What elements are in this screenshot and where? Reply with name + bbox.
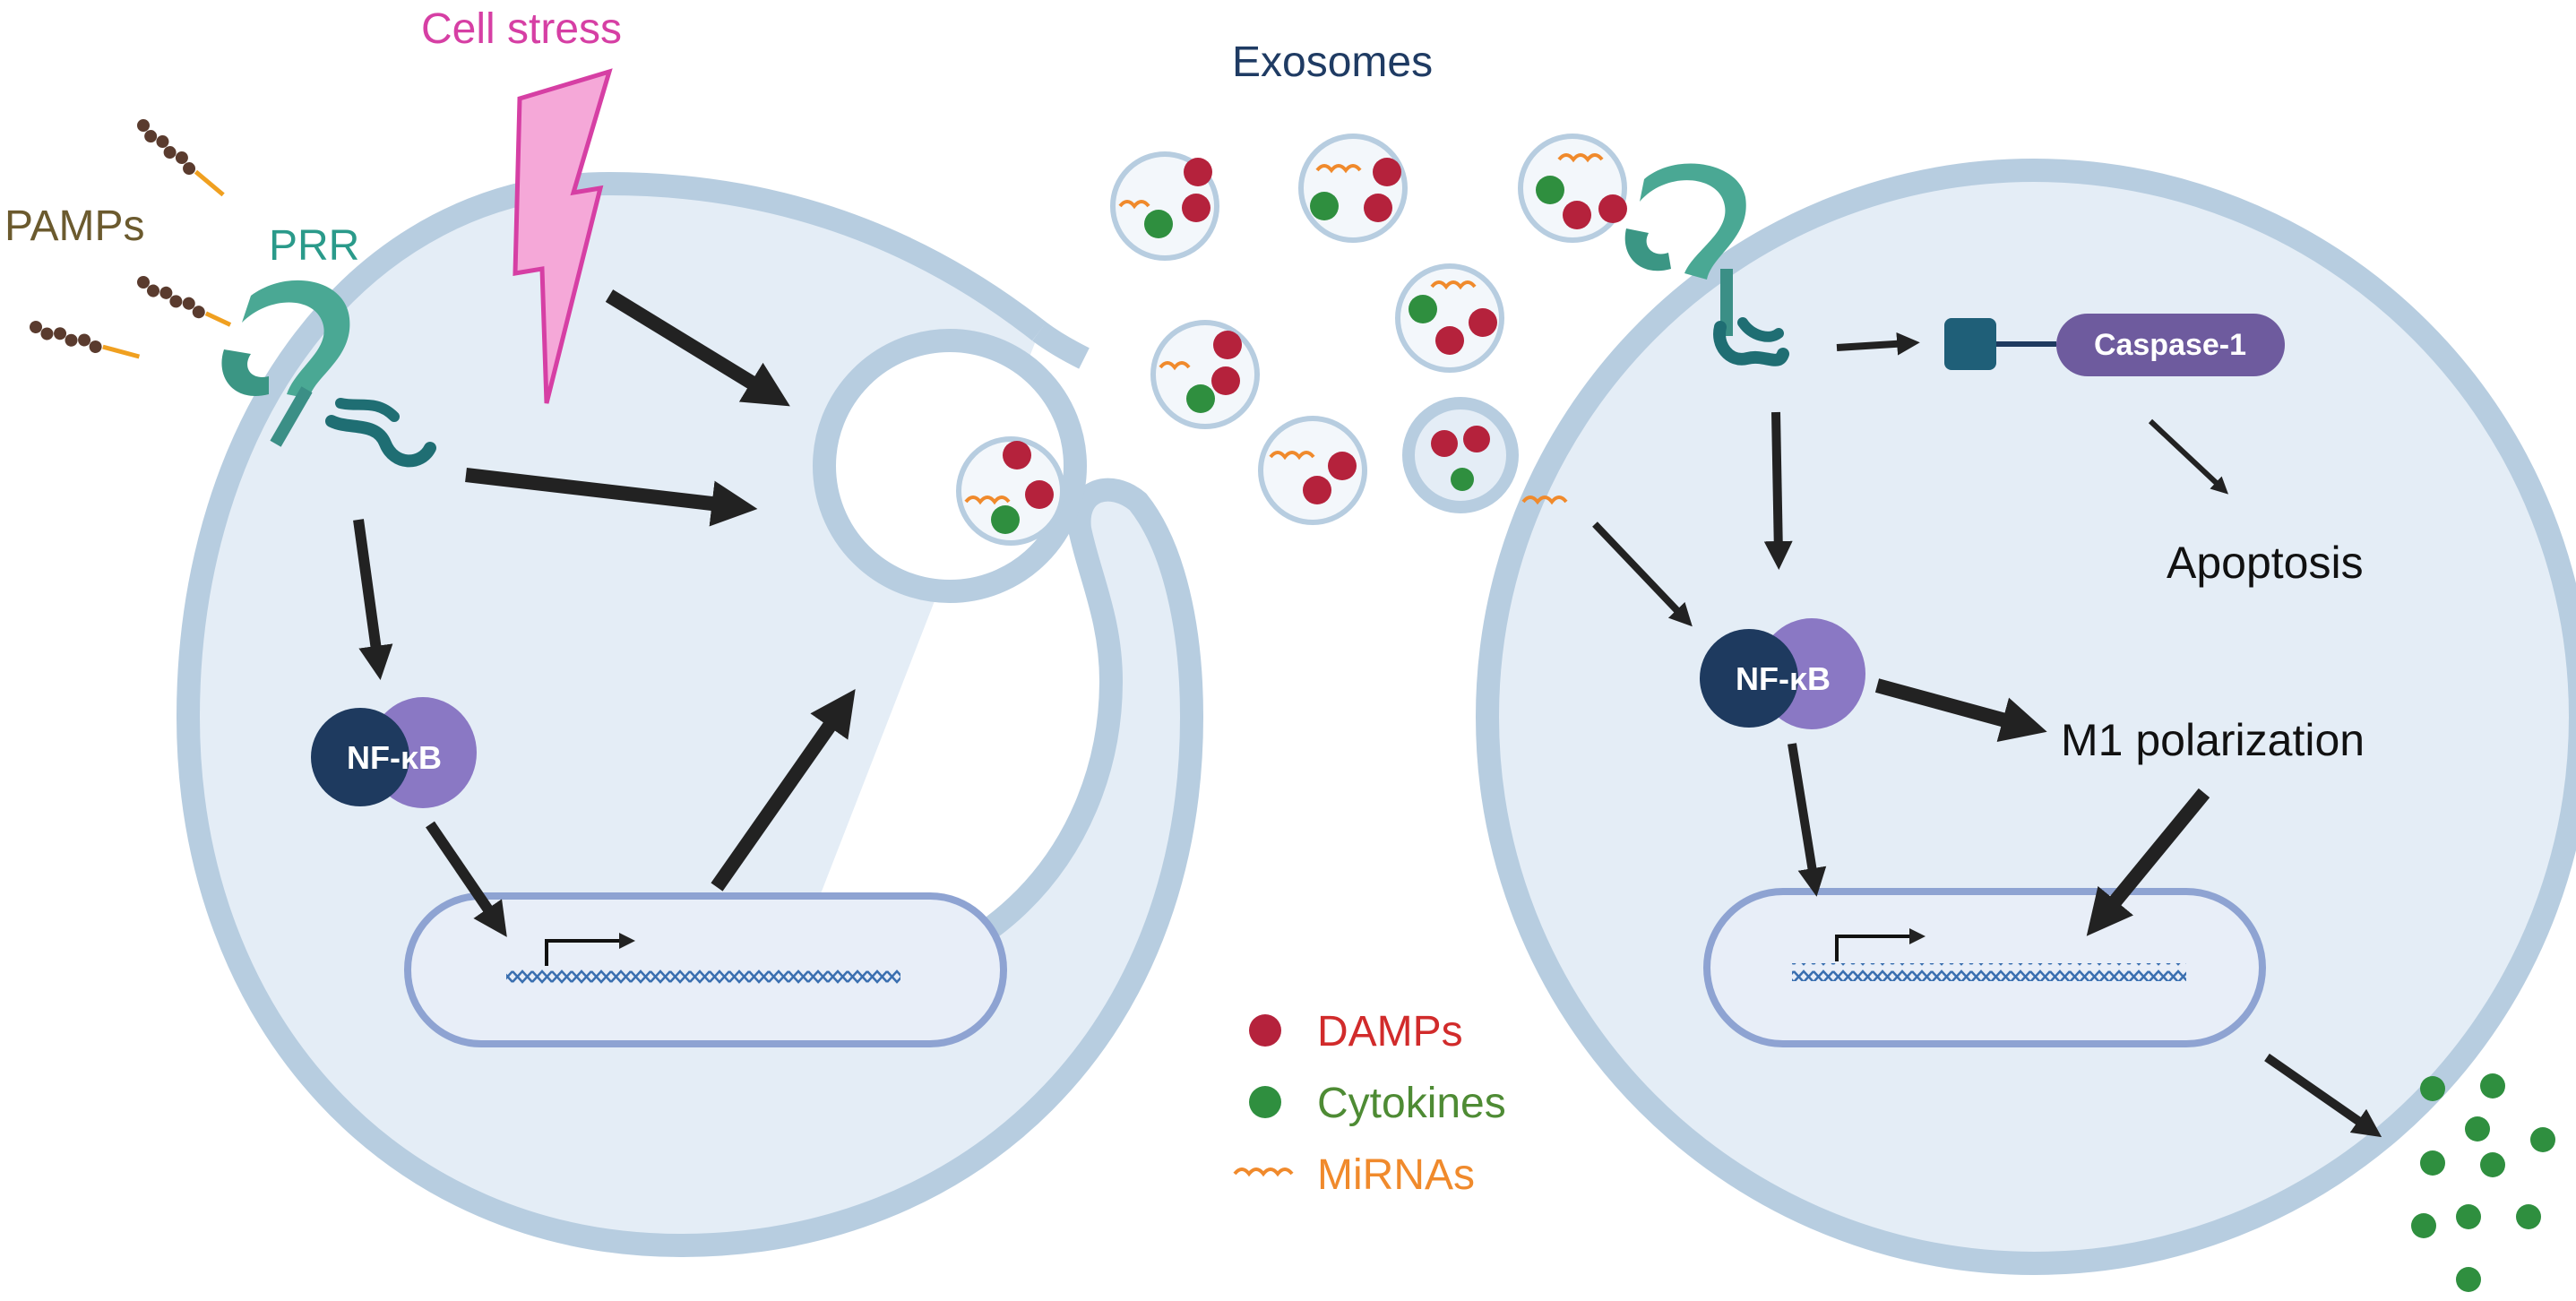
- caspase-label: Caspase-1: [2094, 328, 2246, 362]
- arrows: [353, 289, 2382, 1138]
- nfkb-left-label: NF-κB: [347, 739, 442, 776]
- arrow-prr-to-nfkb-right: [1763, 411, 1793, 570]
- arrow-vesicle-to-nfkb-right: [1592, 521, 1693, 627]
- caspase-complex: Caspase-1: [1944, 314, 2285, 376]
- exosomes-label: Exosomes: [1232, 39, 1433, 86]
- lightning-bolt-icon: [513, 68, 613, 404]
- legend-cytokines-label: Cytokines: [1317, 1080, 1506, 1127]
- left-promoter-arrow: [545, 933, 635, 966]
- arrow-nfkb-to-nucleus-right: [1788, 743, 1827, 897]
- left-dna: [506, 968, 900, 986]
- arrow-prr-to-caspase: [1836, 332, 1920, 356]
- m1-polarization-label: M1 polarization: [2061, 715, 2365, 765]
- arrow-prr-to-nfkb-left: [353, 519, 393, 681]
- arrow-caspase-to-apoptosis: [2148, 418, 2229, 495]
- caspase-pill: [2056, 314, 2285, 376]
- apoptosis-label: Apoptosis: [2167, 538, 2364, 588]
- arrow-nucleus-to-cytokines: [2264, 1053, 2382, 1138]
- arrow-stress-to-cup: [605, 289, 790, 407]
- exosome: [1298, 134, 1408, 243]
- right-promoter-arrow: [1835, 928, 1926, 961]
- prr-receptor-right: [1624, 163, 1789, 366]
- nfkb-right-label: NF-κB: [1736, 660, 1831, 697]
- right-dna: [1792, 963, 2186, 981]
- pamps-molecules: [30, 119, 232, 359]
- prr-receptor-left: [221, 280, 436, 468]
- exosome: [1518, 134, 1627, 243]
- right-cell-membrane: [1476, 159, 2576, 1275]
- arrow-nucleus-to-cup: [711, 689, 856, 892]
- arrow-nfkb-to-m1: [1874, 678, 2047, 742]
- adaptor-square: [1944, 318, 1996, 370]
- arrow-nfkb-to-nucleus-left: [426, 821, 507, 937]
- exosome: [1395, 263, 1504, 373]
- prr-label: PRR: [269, 222, 359, 270]
- legend: DAMPs Cytokines MiRNAs: [1233, 1008, 1506, 1199]
- nfkb-right: NF-κB: [1700, 618, 1865, 729]
- arrow-prr-to-cup: [465, 468, 758, 527]
- legend-mirna-swatch: [1233, 1167, 1294, 1177]
- legend-cytokines-swatch: [1249, 1086, 1281, 1118]
- exosome: [956, 436, 1065, 546]
- released-cytokines: [2411, 1073, 2555, 1292]
- exosome: [1110, 151, 1219, 261]
- legend-mirnas-label: MiRNAs: [1317, 1151, 1475, 1199]
- legend-damps-swatch: [1249, 1014, 1281, 1047]
- budding-vesicle: [1402, 397, 1519, 513]
- arrow-m1-to-nucleus: [2086, 788, 2210, 936]
- nfkb-left: NF-κB: [311, 697, 477, 808]
- exosome: [1150, 320, 1260, 429]
- legend-damps-label: DAMPs: [1317, 1008, 1463, 1055]
- cell-stress-label: Cell stress: [421, 5, 622, 53]
- exosomes: [956, 134, 1627, 546]
- pamps-label: PAMPs: [4, 202, 144, 250]
- exosome: [1258, 416, 1367, 525]
